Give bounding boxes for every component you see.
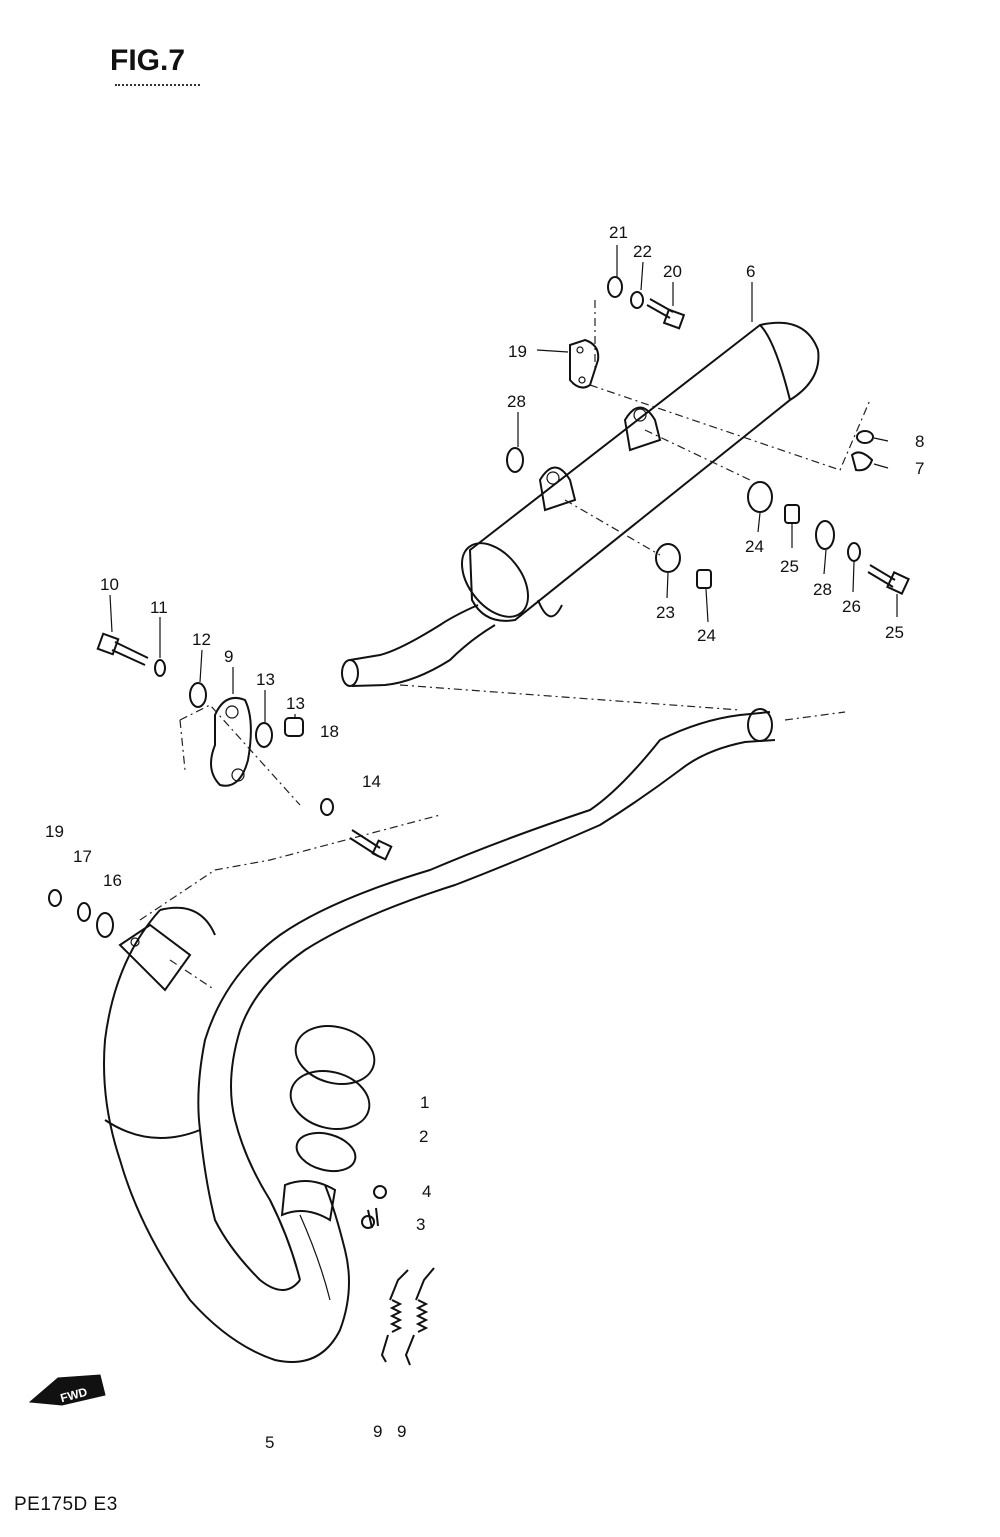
callout-25-right: 25 <box>780 557 799 576</box>
callout-24-right: 24 <box>745 537 764 556</box>
callout-18: 18 <box>320 722 339 741</box>
callout-14: 13 <box>286 694 305 713</box>
callout-20: 19 <box>508 342 527 361</box>
callout-10: 9 <box>224 647 233 666</box>
callout-numbers: 21 22 20 6 19 28 8 7 24 25 28 26 25 23 2… <box>45 223 924 1452</box>
callout-6: 6 <box>746 262 755 281</box>
callout-9-left: 9 <box>373 1422 382 1441</box>
hardware-parts <box>28 276 910 1406</box>
figure-title: FIG.7 <box>110 44 186 77</box>
fwd-label: FWD <box>59 1385 89 1406</box>
callout-15: 14 <box>362 772 381 791</box>
callout-12: 11 <box>150 598 168 617</box>
callout-8: 8 <box>915 432 924 451</box>
callout-5: 5 <box>265 1433 274 1452</box>
callout-28-upper: 28 <box>507 392 526 411</box>
title-underline <box>115 84 200 86</box>
callout-7: 7 <box>915 459 924 478</box>
callout-24-left: 23 <box>656 603 675 622</box>
callout-19: 19 <box>45 822 64 841</box>
callout-3: 3 <box>416 1215 425 1234</box>
callout-16: 16 <box>103 871 122 890</box>
model-code: PE175D E3 <box>14 1494 118 1515</box>
expansion-chamber <box>103 708 776 1363</box>
callout-9-right: 9 <box>397 1422 406 1441</box>
callout-27: 26 <box>842 597 861 616</box>
alignment-lines <box>139 300 871 991</box>
callout-2: 2 <box>419 1127 428 1146</box>
callout-23: 22 <box>633 242 652 261</box>
muffler <box>341 321 820 687</box>
callout-13-left: 12 <box>192 630 211 649</box>
leader-lines <box>109 245 898 722</box>
callout-25-left: 24 <box>697 626 716 645</box>
callout-11: 10 <box>100 575 119 594</box>
callout-21: 20 <box>663 262 682 281</box>
callout-26: 25 <box>885 623 904 642</box>
callout-22: 21 <box>609 223 628 242</box>
callout-1: 1 <box>420 1093 429 1112</box>
callout-4: 4 <box>422 1182 431 1201</box>
callout-17: 17 <box>73 847 92 866</box>
callout-13-right: 13 <box>256 670 275 689</box>
callout-28-lower: 28 <box>813 580 832 599</box>
